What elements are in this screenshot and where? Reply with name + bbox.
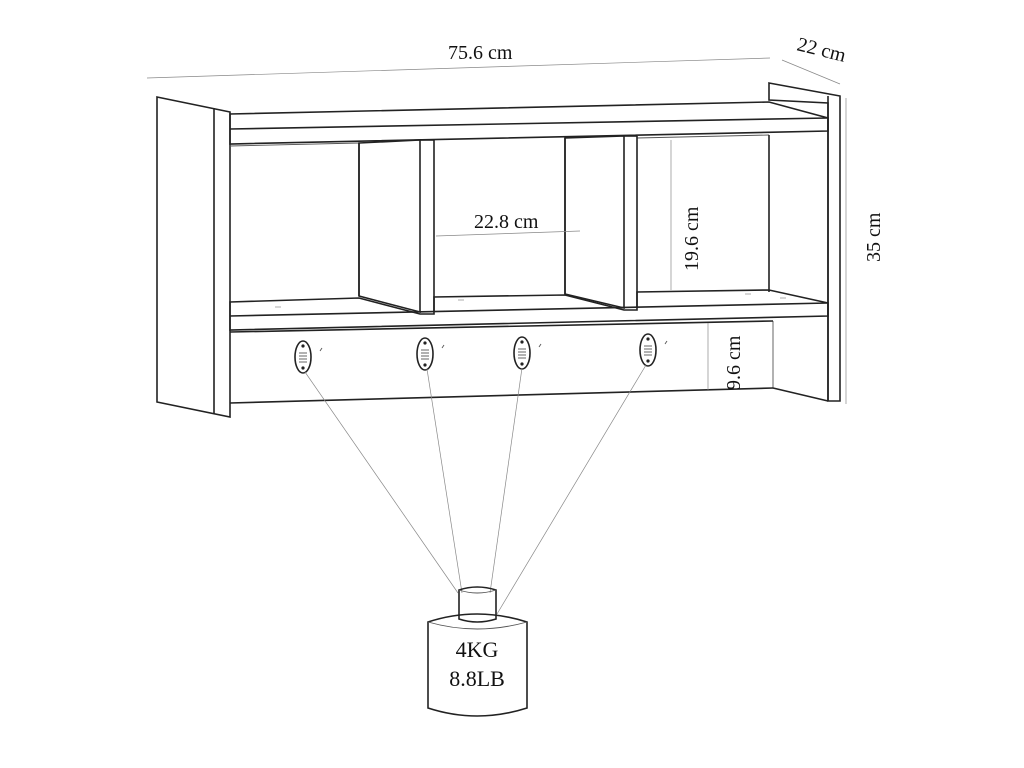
right-side-panel [768,82,841,402]
hook-rail [229,320,774,404]
divider-right [564,135,638,310]
top-board [229,101,829,145]
depth-dimension-line [781,59,841,85]
hook [639,333,668,367]
compartment-height-label: 19.6 cm [681,206,703,271]
test-weight [427,586,528,717]
hook [294,340,323,374]
left-side-panel [156,96,231,418]
compartment-width-guide [435,230,581,237]
back-panel [229,134,770,147]
hook [416,337,445,371]
divider-left [358,139,435,314]
rail-height-label: 9.6 cm [723,335,745,390]
width-label: 75.6 cm [448,42,513,64]
height-label: 35 cm [863,212,885,262]
hook [513,336,542,370]
weight-lb-label: 8.8LB [449,666,505,691]
middle-shelf-board [229,289,829,331]
weight-kg-label: 4KG [456,637,499,662]
load-strings [304,364,647,615]
compartment-width-label: 22.8 cm [474,211,539,233]
depth-label: 22 cm [795,34,849,67]
width-dimension-line [146,57,771,79]
